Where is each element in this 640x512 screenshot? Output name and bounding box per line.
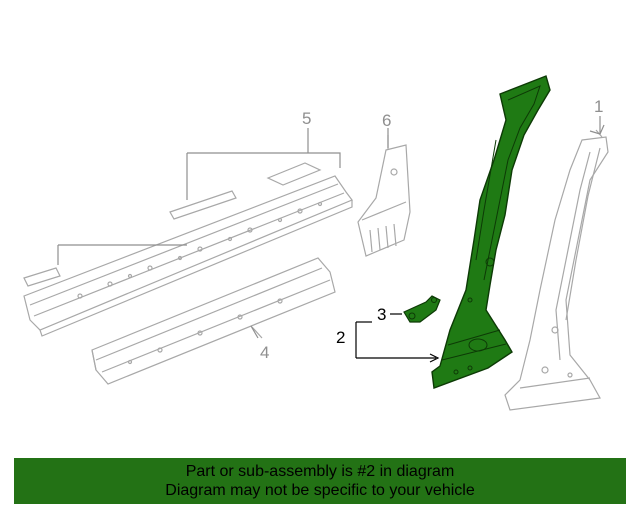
callout-3: 3 bbox=[377, 305, 386, 324]
part-5-rocker-reinforcement bbox=[23, 162, 353, 337]
banner-line-2: Diagram may not be specific to your vehi… bbox=[165, 482, 475, 499]
info-banner: Part or sub-assembly is #2 in diagram Di… bbox=[14, 458, 626, 504]
part-1-outer-pillar bbox=[504, 129, 609, 411]
callout-2: 2 bbox=[336, 328, 345, 347]
callout-4: 4 bbox=[260, 343, 269, 362]
callout-5: 5 bbox=[302, 109, 311, 128]
part-6-bracket bbox=[357, 135, 411, 257]
leader-lines bbox=[250, 116, 605, 363]
banner-line-1: Part or sub-assembly is #2 in diagram bbox=[185, 463, 455, 480]
part-2-center-pillar-highlighted bbox=[431, 75, 551, 389]
callout-1: 1 bbox=[594, 97, 603, 116]
parts-diagram: 1 2 3 4 5 6 bbox=[23, 75, 609, 411]
callout-6: 6 bbox=[382, 111, 391, 130]
leader-lines-5 bbox=[57, 128, 341, 265]
part-3-small-bracket bbox=[403, 295, 441, 323]
part-4-rocker-rail bbox=[91, 257, 336, 385]
